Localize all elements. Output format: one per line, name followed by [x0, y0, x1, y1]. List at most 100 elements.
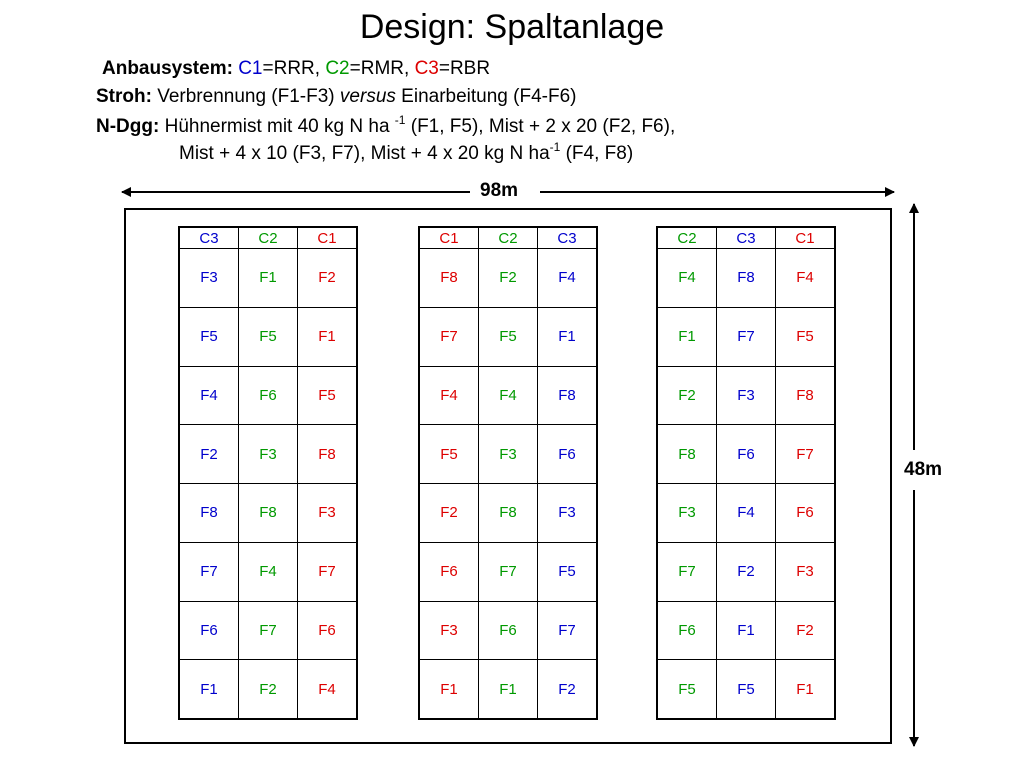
anbau-code-c3: C3 — [414, 58, 439, 79]
column-header-c3: C3 — [179, 227, 239, 249]
column-header-c2: C2 — [657, 227, 717, 249]
plot-cell: F1 — [657, 306, 717, 367]
plot-cell: F1 — [537, 306, 597, 367]
plot-cell: F2 — [716, 541, 776, 602]
diagram-title: Design: Spaltanlage — [359, 8, 665, 46]
plot-cell: F6 — [716, 424, 776, 484]
plot-cell: F2 — [297, 248, 357, 308]
plot-cell: F6 — [297, 600, 357, 661]
plot-cell: F5 — [419, 424, 479, 484]
plot-cell: F7 — [775, 424, 835, 484]
anbausystem-line: Anbausystem: C1=RRR, C2=RMR, C3=RBR — [102, 58, 490, 80]
plot-cell: F8 — [775, 365, 835, 426]
plot-cell: F3 — [537, 483, 597, 543]
stroh-italic: versus — [339, 86, 396, 107]
anbausystem-label: Anbausystem: — [102, 58, 233, 79]
plot-cell: F1 — [775, 659, 835, 719]
plot-cell: F3 — [716, 365, 776, 426]
plot-cell: F1 — [179, 659, 239, 719]
column-header-c1: C1 — [297, 227, 357, 249]
plot-cell: F1 — [238, 248, 298, 308]
plot-cell: F7 — [297, 541, 357, 602]
plot-cell: F2 — [419, 483, 479, 543]
plot-cell: F6 — [775, 483, 835, 543]
column-header-c3: C3 — [716, 227, 776, 249]
plot-cell: F3 — [238, 424, 298, 484]
ndgg-line-1: N-Dgg: Hühnermist mit 40 kg N ha -1 (F1,… — [96, 113, 675, 138]
plot-cell: F1 — [419, 659, 479, 719]
plot-cell: F4 — [657, 248, 717, 308]
plot-cell: F2 — [478, 248, 538, 308]
ndgg-label: N-Dgg: — [96, 116, 160, 137]
plot-cell: F4 — [537, 248, 597, 308]
ndgg-sup-2: -1 — [549, 140, 561, 154]
plot-cell: F3 — [297, 483, 357, 543]
stroh-label: Stroh: — [96, 86, 152, 107]
plot-cell: F8 — [478, 483, 538, 543]
plot-cell: F7 — [657, 541, 717, 602]
field-outline — [124, 208, 892, 744]
plot-cell: F4 — [716, 483, 776, 543]
plot-cell: F3 — [775, 541, 835, 602]
anbau-desc-c3: =RBR — [438, 58, 491, 79]
plot-cell: F6 — [419, 541, 479, 602]
plot-cell: F7 — [179, 541, 239, 602]
ndgg-line-2: Mist + 4 x 10 (F3, F7), Mist + 4 x 20 kg… — [179, 140, 633, 165]
plot-cell: F3 — [657, 483, 717, 543]
plot-cell: F5 — [297, 365, 357, 426]
height-label: 48m — [904, 459, 943, 480]
plot-cell: F8 — [297, 424, 357, 484]
plot-cell: F8 — [716, 248, 776, 308]
plot-cell: F2 — [537, 659, 597, 719]
stroh-text-2: Einarbeitung (F4-F6) — [395, 86, 577, 107]
column-header-c1: C1 — [419, 227, 479, 249]
plot-cell: F5 — [775, 306, 835, 367]
plot-cell: F4 — [238, 541, 298, 602]
plot-cell: F6 — [657, 600, 717, 661]
plot-cell: F8 — [238, 483, 298, 543]
plot-cell: F7 — [478, 541, 538, 602]
plot-cell: F7 — [419, 306, 479, 367]
plot-cell: F4 — [775, 248, 835, 308]
plot-cell: F6 — [537, 424, 597, 484]
plot-cell: F2 — [657, 365, 717, 426]
plot-cell: F1 — [716, 600, 776, 661]
plot-cell: F4 — [297, 659, 357, 719]
plot-cell: F8 — [419, 248, 479, 308]
ndgg-sup-1: -1 — [394, 113, 406, 127]
plot-cell: F1 — [478, 659, 538, 719]
plot-cell: F6 — [478, 600, 538, 661]
plot-cell: F5 — [716, 659, 776, 719]
plot-cell: F1 — [297, 306, 357, 367]
plot-cell: F4 — [478, 365, 538, 426]
anbausystem-items: C1=RRR, C2=RMR, C3=RBR — [238, 58, 490, 79]
ndgg-text-2a: Mist + 4 x 10 (F3, F7), Mist + 4 x 20 kg… — [179, 143, 550, 164]
anbau-desc-c1: =RRR, — [262, 58, 326, 79]
plot-cell: F8 — [179, 483, 239, 543]
column-header-c1: C1 — [775, 227, 835, 249]
column-header-c3: C3 — [537, 227, 597, 249]
plot-cell: F7 — [238, 600, 298, 661]
plot-cell: F2 — [179, 424, 239, 484]
plot-cell: F2 — [238, 659, 298, 719]
plot-cell: F4 — [179, 365, 239, 426]
